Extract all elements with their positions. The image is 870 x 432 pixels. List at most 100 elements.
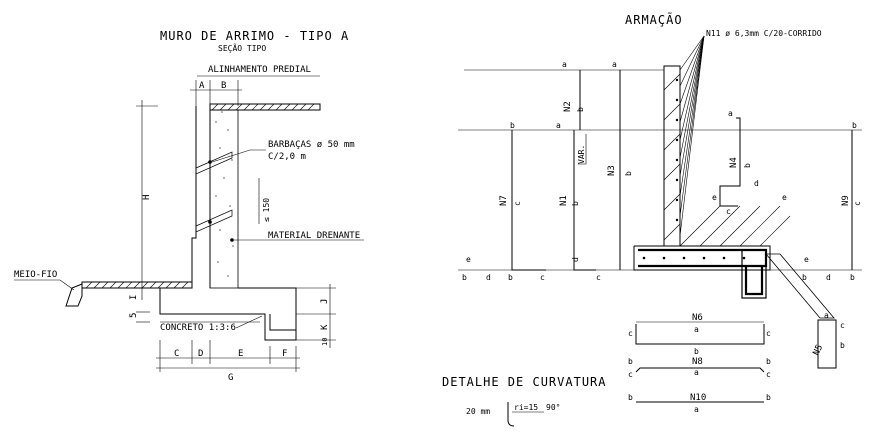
armacao-base	[633, 245, 771, 271]
meio-fio-label: MEIO-FIO	[14, 270, 57, 280]
n6-c: c	[628, 329, 633, 338]
material-label: MATERIAL DRENANTE	[268, 231, 360, 241]
n5-end	[817, 319, 837, 369]
n7-b: b	[510, 121, 515, 130]
n2-b: b	[576, 107, 585, 112]
n6-label: N6	[692, 313, 703, 323]
drain-material	[209, 109, 239, 289]
n9-c: c	[853, 201, 862, 206]
n4-c: c	[726, 207, 731, 216]
n4-label: N4	[729, 157, 739, 168]
barbacas-spacing: C/2,0 m	[268, 152, 306, 162]
n6-c2: c	[766, 329, 771, 338]
weep-hole-lower	[195, 209, 233, 233]
n10-b: b	[628, 393, 633, 402]
n1-a: a	[556, 121, 561, 130]
weep-hole-upper	[195, 151, 233, 175]
dim-g: G	[228, 373, 233, 383]
n11-label: N11 ø 6,3mm C/20-CORRIDO	[706, 29, 822, 38]
n7-b2: b	[462, 273, 467, 282]
retaining-wall-section: MURO DE ARRIMO - TIPO A SEÇÃO TIPO ALINH…	[14, 29, 364, 383]
n4-a: a	[728, 109, 733, 118]
n8-c2: c	[766, 370, 771, 379]
base-bar-dots	[642, 256, 746, 260]
stem-hatch	[663, 73, 681, 241]
dim-a: A	[199, 81, 205, 91]
n9-e: e	[804, 255, 809, 264]
n5-label: N5	[812, 343, 826, 357]
reinforcement-drawing: ARMAÇÃO N11 ø 6,3mm C/20-CORRIDO	[442, 12, 862, 427]
n7-label: N7	[499, 195, 509, 206]
wall-front-face	[191, 106, 197, 284]
dim-5: 5	[129, 313, 139, 318]
n4-e: e	[712, 193, 717, 202]
n4-b: b	[743, 163, 752, 168]
var-label: VAR.	[577, 145, 586, 164]
dim-10: 10	[321, 338, 329, 346]
n9-b2: b	[802, 273, 807, 282]
n10-b2: b	[766, 393, 771, 402]
n1-c: c	[596, 273, 601, 282]
soil-hatch	[211, 103, 315, 111]
dim-c: C	[174, 349, 179, 359]
marker-dot	[208, 220, 212, 224]
dim-b: B	[221, 81, 226, 91]
bar-n1	[573, 130, 596, 271]
n3-label: N3	[607, 165, 617, 176]
dim-i: I	[129, 295, 139, 300]
dim-e: E	[238, 349, 243, 359]
bar-n8	[635, 367, 765, 373]
n7-b3: b	[508, 273, 513, 282]
barbacas-label: BARBAÇAS ø 50 mm	[268, 140, 355, 150]
n7-c: c	[513, 201, 522, 206]
marker-dot	[230, 238, 234, 242]
n5-c: c	[840, 321, 845, 330]
n2-label: N2	[563, 101, 573, 112]
n8-b: b	[628, 357, 633, 366]
n8-b2: b	[766, 357, 771, 366]
n5-a: a	[824, 311, 829, 320]
n4-d: d	[754, 179, 759, 188]
concreto-leader	[235, 315, 263, 329]
n4-e2: e	[782, 193, 787, 202]
n1-d: d	[571, 257, 580, 262]
wall-title: MURO DE ARRIMO - TIPO A	[160, 29, 349, 43]
meio-fio-leader	[14, 279, 75, 291]
armacao-title: ARMAÇÃO	[625, 12, 683, 27]
n7-d: d	[486, 273, 491, 282]
concreto-label: CONCRETO 1:3:6	[160, 323, 236, 333]
n7-e: e	[466, 255, 471, 264]
footing-key	[269, 314, 296, 331]
bar-n7	[511, 130, 546, 271]
dim-d: D	[198, 349, 203, 359]
detail-dim: 20 mm	[466, 407, 490, 416]
n6-a: a	[694, 325, 699, 334]
n9-label: N9	[841, 195, 851, 206]
n10-a: a	[694, 405, 699, 414]
n3-a: a	[612, 60, 617, 69]
var-dim	[578, 134, 587, 165]
n8-label: N8	[692, 357, 703, 367]
n7-c2: c	[540, 273, 545, 282]
barbacas-leader	[211, 149, 266, 163]
n3-b: b	[624, 171, 633, 176]
n5-b: b	[840, 341, 845, 350]
n11-leader-fan	[679, 35, 705, 237]
detail-title: DETALHE DE CURVATURA	[442, 375, 607, 389]
bar-n4	[719, 117, 741, 207]
base-bars	[638, 248, 768, 268]
bar-n5	[765, 253, 835, 319]
dim-h: H	[142, 195, 152, 200]
drain-dots	[215, 111, 234, 277]
n9-b3: b	[850, 273, 855, 282]
n6-b: b	[694, 347, 699, 356]
n8-a: a	[694, 368, 699, 377]
dim-k: K	[320, 324, 330, 330]
meio-fio-curb	[65, 283, 83, 307]
marker-dot	[208, 160, 212, 164]
wall-subtitle: SEÇÃO TIPO	[218, 43, 266, 53]
n2-a: a	[562, 60, 567, 69]
n10-label: N10	[690, 393, 706, 403]
